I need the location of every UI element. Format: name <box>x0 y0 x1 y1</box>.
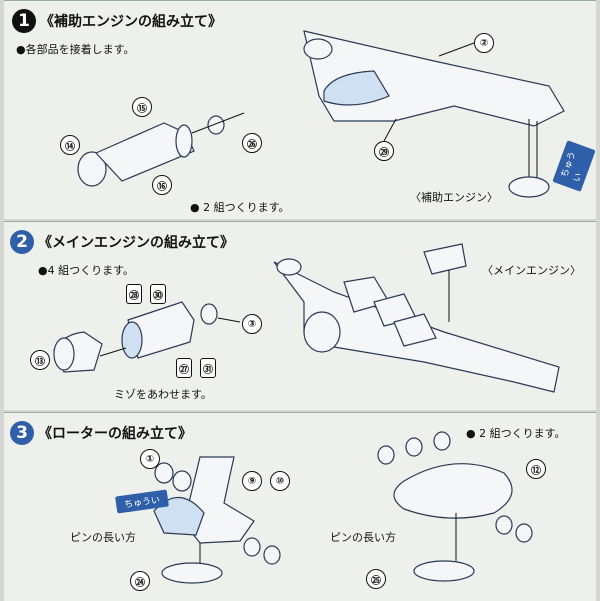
step-title: 《ローターの組み立て》 <box>38 426 192 442</box>
step-title: 《補助エンジンの組み立て》 <box>40 14 222 30</box>
part-15-label: ⑮ <box>132 97 152 117</box>
part-26-label: ㉖ <box>242 133 262 153</box>
section-auxiliary-engine: 1 《補助エンジンの組み立て》 ●各部品を接着します。 ⑮ ⑭ ㉖ ⑯ ② ㉙ <box>4 0 596 219</box>
step-number: 3 <box>10 421 34 445</box>
section-rotor: 3 《ローターの組み立て》 ● 2 組つくります。 ① ⑨ ⑩ ㉔ <box>4 412 596 601</box>
main-engine-diagram <box>53 243 560 393</box>
make-two-note: ● 2 組つくります。 <box>466 427 566 440</box>
pin-long-side-label-left: ピンの長い方 <box>70 531 136 544</box>
part-16-label: ⑯ <box>152 175 172 195</box>
part-29-label: ㉙ <box>374 141 394 161</box>
part-13-label: ⑬ <box>30 350 50 370</box>
step-2-heading: 2 《メインエンジンの組み立て》 <box>10 230 234 254</box>
part-12-label: ⑫ <box>526 459 546 479</box>
pin-long-side-label-right: ピンの長い方 <box>330 531 396 544</box>
make-two-note: ● 2 組つくります。 <box>190 201 290 214</box>
part-1-label-left: ① <box>140 449 160 469</box>
main-engine-label: 〈メインエンジン〉 <box>482 264 581 277</box>
step-number: 1 <box>12 9 36 33</box>
aux-engine-label: 〈補助エンジン〉 <box>410 191 498 204</box>
auxiliary-engine-diagram <box>77 30 565 198</box>
part-30-label: ㉚ <box>150 284 166 304</box>
step-3-heading: 3 《ローターの組み立て》 <box>10 421 192 445</box>
part-3-label: ③ <box>242 314 262 334</box>
step-1-heading: 1 《補助エンジンの組み立て》 <box>12 9 222 33</box>
part-2-label: ② <box>474 33 494 53</box>
part-14-label: ⑭ <box>60 135 80 155</box>
section-main-engine: 2 《メインエンジンの組み立て》 ●4 組つくります。 ㉘ ㉚ ③ ⑬ ㉗ <box>4 221 596 410</box>
part-10-label: ⑩ <box>270 471 290 491</box>
groove-note: ミゾをあわせます。 <box>114 388 212 401</box>
part-9-label: ⑨ <box>242 471 262 491</box>
glue-note: ●各部品を接着します。 <box>16 43 135 56</box>
part-25-label: ㉕ <box>366 569 386 589</box>
step-title: 《メインエンジンの組み立て》 <box>38 235 234 251</box>
part-28-label: ㉘ <box>126 284 142 304</box>
step-number: 2 <box>10 230 34 254</box>
part-24-label: ㉔ <box>130 571 150 591</box>
make-four-note: ●4 組つくります。 <box>38 264 134 277</box>
rotor-diagram <box>153 431 533 584</box>
part-27-label: ㉗ <box>176 358 192 378</box>
part-31-label: ㉛ <box>200 358 216 378</box>
